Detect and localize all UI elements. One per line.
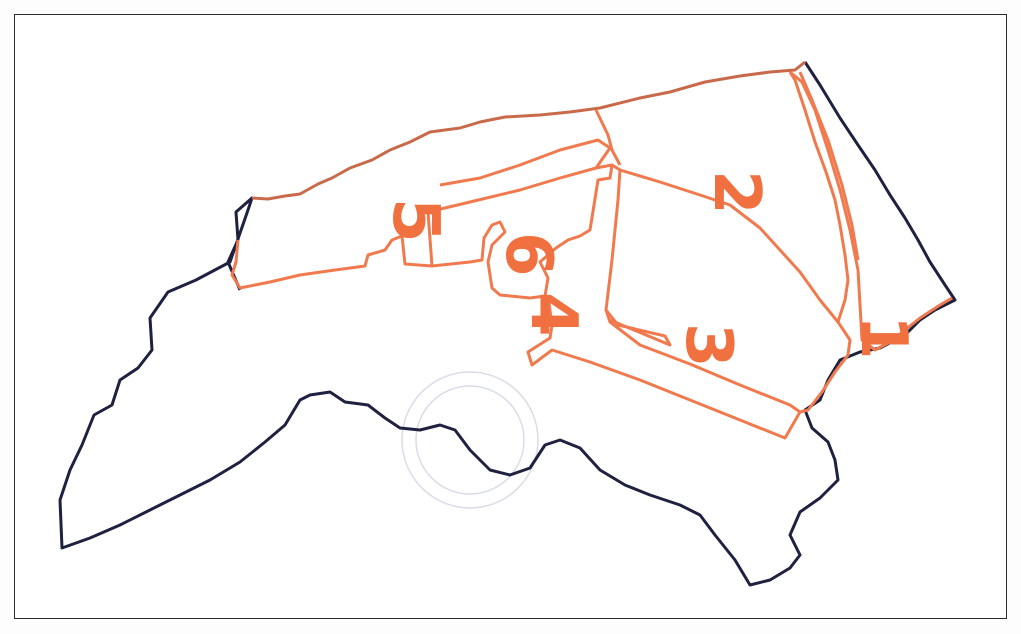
zone-label-2: 2	[699, 170, 773, 215]
zone-2-boundary	[594, 71, 850, 323]
zone-4-boundary	[526, 163, 802, 440]
zone-5-boundary	[230, 138, 612, 290]
zone-label-6: 6	[491, 232, 565, 277]
outer-boundary	[58, 61, 957, 587]
stamp-watermark-inner	[415, 385, 525, 495]
zone-1-inner-boundary	[798, 71, 860, 261]
zone-label-1: 1	[846, 315, 920, 360]
zone-label-3: 3	[671, 323, 745, 368]
north-boundary	[251, 60, 806, 201]
zone-label-5: 5	[378, 198, 452, 243]
map-frame	[14, 14, 1007, 619]
zone-6-boundary	[431, 163, 614, 300]
zone-label-4: 4	[516, 292, 590, 337]
zone-1-boundary	[789, 70, 953, 352]
stamp-watermark	[401, 371, 539, 509]
zone-3-boundary	[604, 168, 852, 414]
